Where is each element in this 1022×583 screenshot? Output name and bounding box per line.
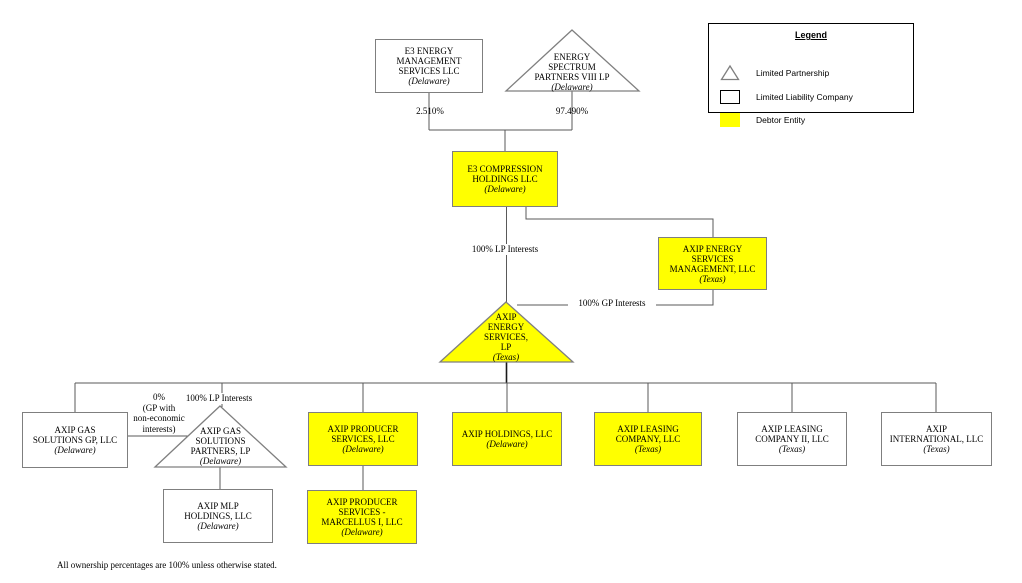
entity-jurisdiction: (Delaware) bbox=[54, 445, 96, 455]
connector-top-tree bbox=[428, 91, 573, 151]
entity-name: E3 ENERGY MANAGEMENT SERVICES LLC bbox=[396, 46, 462, 76]
entity-axip-producer-services: AXIP PRODUCER SERVICES, LLC (Delaware) bbox=[308, 412, 418, 466]
legend-item-label: Debtor Entity bbox=[756, 114, 806, 125]
entity-e3-compression-holdings: E3 COMPRESSION HOLDINGS LLC (Delaware) bbox=[452, 151, 558, 207]
entity-name: AXIP INTERNATIONAL, LLC bbox=[889, 424, 984, 444]
ownership-label-gp-interests: 100% GP Interests bbox=[568, 298, 656, 309]
entity-jurisdiction: (Delaware) bbox=[341, 527, 383, 537]
entity-name: AXIP PRODUCER SERVICES, LLC bbox=[327, 424, 399, 444]
entity-e3-energy-management-services: E3 ENERGY MANAGEMENT SERVICES LLC (Delaw… bbox=[375, 39, 483, 93]
entity-energy-spectrum-partners-triangle bbox=[504, 29, 641, 92]
entity-name: AXIP ENERGY SERVICES MANAGEMENT, LLC bbox=[669, 243, 756, 274]
legend-item-debtor: Debtor Entity bbox=[720, 111, 805, 128]
entity-name: AXIP LEASING COMPANY, LLC bbox=[615, 424, 681, 444]
entity-axip-energy-services-lp-triangle bbox=[438, 301, 575, 363]
footnote: All ownership percentages are 100% unles… bbox=[57, 560, 277, 570]
ownership-pct-e3-energy-mgmt: 2.510% bbox=[416, 106, 444, 116]
entity-name: AXIP GAS SOLUTIONS GP, LLC bbox=[32, 425, 118, 445]
legend-title: Legend bbox=[794, 30, 827, 40]
entity-name: E3 COMPRESSION HOLDINGS LLC bbox=[467, 164, 543, 184]
ownership-label-gp-zero-pct: 0% (GP with non-economic interests) bbox=[133, 392, 185, 434]
entity-jurisdiction: (Delaware) bbox=[484, 184, 526, 194]
connector-to-management bbox=[525, 207, 714, 237]
ownership-pct-energy-spectrum: 97.490% bbox=[555, 106, 589, 116]
entity-axip-producer-services-marcellus: AXIP PRODUCER SERVICES - MARCELLUS I, LL… bbox=[307, 490, 417, 544]
entity-jurisdiction: (Delaware) bbox=[408, 76, 450, 86]
entity-name: AXIP HOLDINGS, LLC bbox=[461, 429, 553, 439]
entity-axip-energy-services-management: AXIP ENERGY SERVICES MANAGEMENT, LLC (Te… bbox=[658, 237, 767, 290]
entity-jurisdiction: (Texas) bbox=[923, 444, 950, 454]
ownership-label-lp-interests: 100% LP Interests bbox=[461, 244, 549, 255]
entity-jurisdiction: (Texas) bbox=[699, 273, 726, 284]
entity-jurisdiction: (Delaware) bbox=[197, 521, 239, 531]
entity-axip-gas-solutions-partners-triangle bbox=[153, 405, 288, 468]
entity-axip-international: AXIP INTERNATIONAL, LLC (Texas) bbox=[881, 412, 992, 466]
legend: Legend Limited Partnership Limited Liabi… bbox=[708, 23, 914, 127]
legend-item-limited-partnership: Limited Partnership bbox=[720, 64, 829, 81]
entity-jurisdiction: (Texas) bbox=[634, 444, 662, 454]
entity-axip-leasing-company-ii: AXIP LEASING COMPANY II, LLC (Texas) bbox=[737, 412, 847, 466]
entity-name: AXIP PRODUCER SERVICES - MARCELLUS I, LL… bbox=[321, 497, 403, 527]
entity-jurisdiction: (Delaware) bbox=[486, 439, 528, 449]
limited-partnership-triangle-icon bbox=[720, 64, 740, 81]
llc-rectangle-icon bbox=[720, 89, 740, 104]
entity-jurisdiction: (Delaware) bbox=[342, 444, 384, 454]
entity-name: AXIP MLP HOLDINGS, LLC bbox=[184, 501, 252, 521]
ownership-label-lp-interests-bottom: 100% LP Interests bbox=[184, 393, 254, 404]
entity-axip-mlp-holdings: AXIP MLP HOLDINGS, LLC (Delaware) bbox=[163, 489, 273, 543]
debtor-entity-swatch-icon bbox=[720, 112, 740, 127]
legend-item-label: Limited Liability Company bbox=[756, 91, 853, 102]
legend-item-label: Limited Partnership bbox=[756, 67, 830, 78]
entity-axip-leasing-company: AXIP LEASING COMPANY, LLC (Texas) bbox=[594, 412, 702, 466]
entity-name: AXIP LEASING COMPANY II, LLC bbox=[755, 424, 829, 444]
legend-item-llc: Limited Liability Company bbox=[720, 88, 853, 105]
entity-axip-gas-solutions-gp: AXIP GAS SOLUTIONS GP, LLC (Delaware) bbox=[22, 412, 128, 468]
entity-axip-holdings: AXIP HOLDINGS, LLC (Delaware) bbox=[452, 412, 562, 466]
entity-jurisdiction: (Texas) bbox=[778, 444, 806, 454]
